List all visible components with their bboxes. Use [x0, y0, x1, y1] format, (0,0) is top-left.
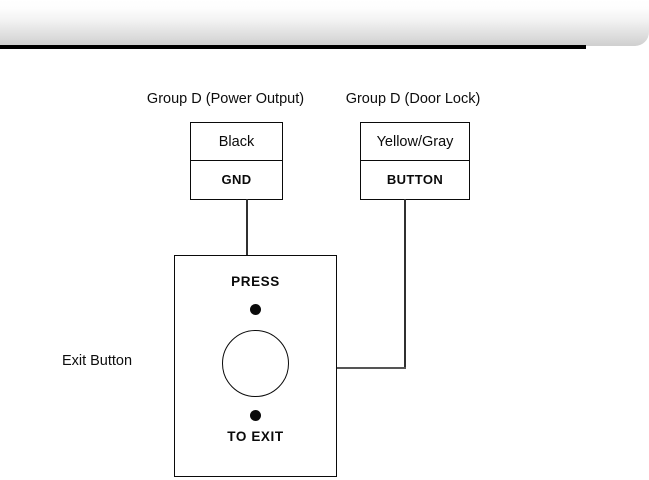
connector-signal-power-output: GND: [221, 172, 252, 187]
connector-block-door-lock: Yellow/Gray BUTTON: [360, 122, 470, 200]
exit-button-press-label: PRESS: [231, 274, 280, 289]
wire-button-vertical-segment: [404, 199, 406, 369]
wire-button-horizontal-segment: [336, 367, 406, 369]
connector-wire-color-door-lock: Yellow/Gray: [361, 123, 469, 161]
exit-button-lower-dot: [250, 410, 261, 421]
connector-signal-door-lock: BUTTON: [386, 172, 444, 187]
header-divider-rule: [0, 45, 586, 49]
exit-button-plate: PRESS TO EXIT: [174, 255, 337, 477]
wire-gnd-to-exit-button: [246, 199, 248, 256]
connector-wire-color-power-output: Black: [191, 123, 282, 161]
exit-button-upper-dot: [250, 304, 261, 315]
group-power-output-label: Group D (Power Output): [146, 91, 305, 107]
exit-button-push-circle[interactable]: [222, 330, 289, 397]
header-gradient-band: [0, 0, 649, 46]
exit-button-to-exit-label: TO EXIT: [227, 429, 284, 444]
group-door-lock-label: Group D (Door Lock): [345, 91, 481, 107]
connector-block-power-output: Black GND: [190, 122, 283, 200]
exit-button-device-label: Exit Button: [61, 353, 133, 369]
